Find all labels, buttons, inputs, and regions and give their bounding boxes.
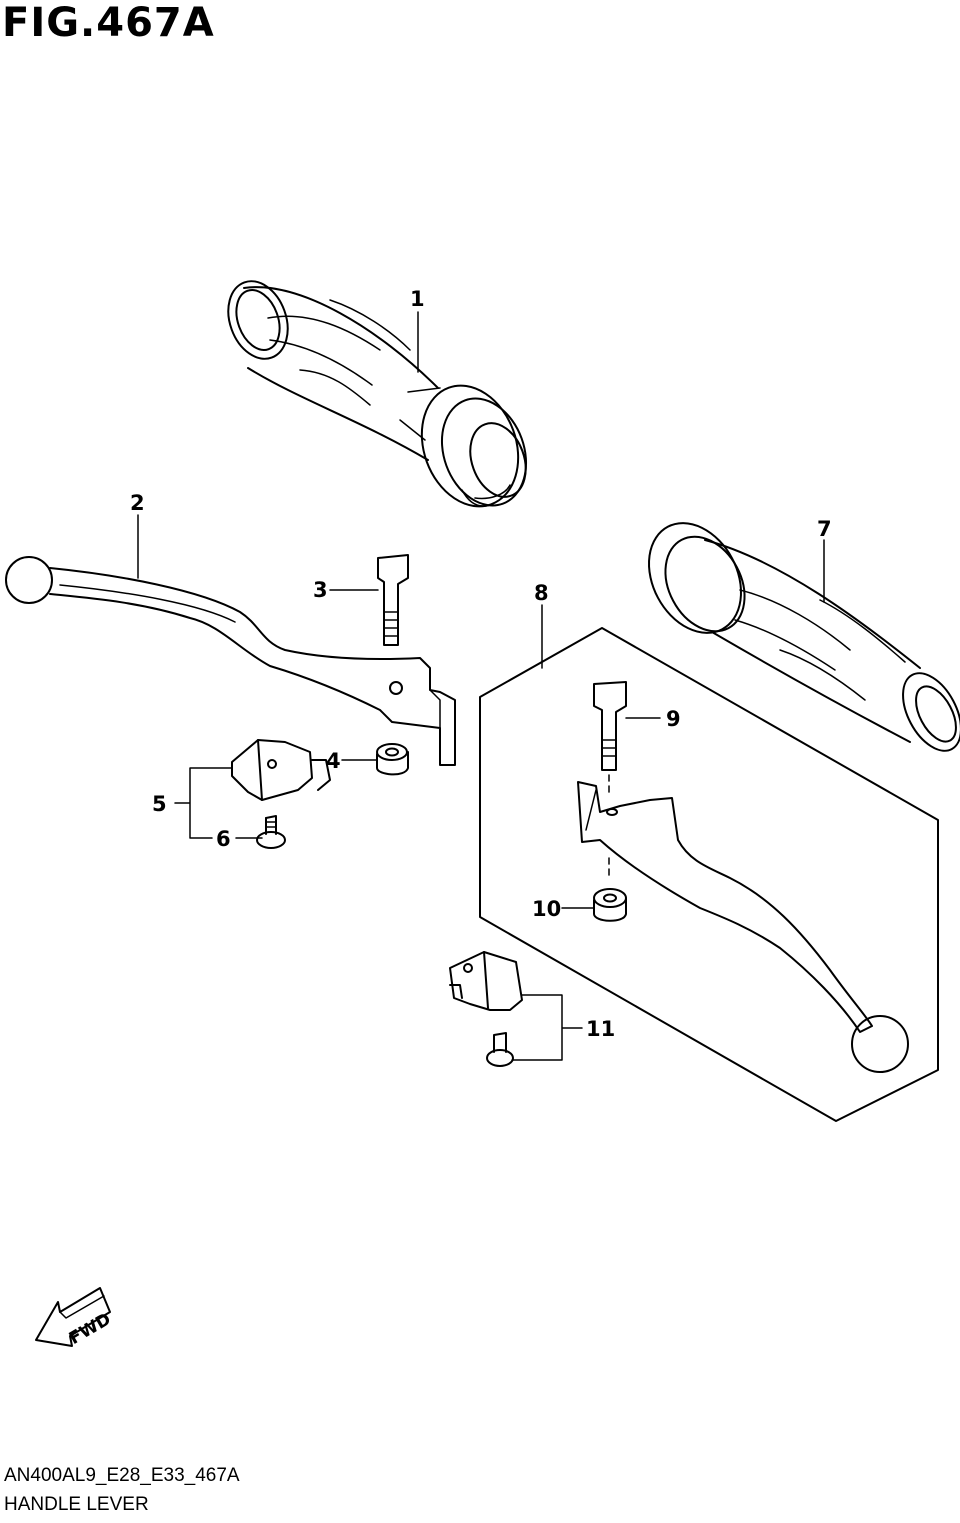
figure-title: FIG.467A [2,0,215,46]
fwd-arrow-icon: FWD [35,1287,114,1349]
figure-code: AN400AL9_E28_E33_467A [4,1465,240,1486]
leader-lines [137,311,825,1061]
right-stop-switch [449,951,523,1067]
lever-nut-left [376,743,409,776]
callout-2: 2 [130,491,145,515]
right-lever-set-box [479,627,939,1122]
left-stop-switch [231,739,331,801]
left-lever [5,556,456,766]
lever-bolt-right [593,681,627,797]
callout-1: 1 [410,287,425,311]
figure-name: HANDLE LEVER [4,1494,149,1515]
lever-bolt-left [377,554,409,646]
callout-4: 4 [326,749,341,773]
callout-3: 3 [313,578,328,602]
callout-9: 9 [666,707,681,731]
left-grip [227,280,528,508]
right-lever [577,781,909,1073]
callout-numbers: 1 2 3 4 5 6 7 8 9 10 11 [130,287,832,1041]
callout-6: 6 [216,827,231,851]
switch-screw-left [256,815,286,849]
callout-7: 7 [817,517,832,541]
callout-10: 10 [532,897,561,921]
callout-11: 11 [586,1017,615,1041]
right-grip [647,522,960,752]
callout-5: 5 [152,792,167,816]
callout-8: 8 [534,581,549,605]
lever-nut-right [593,857,627,922]
